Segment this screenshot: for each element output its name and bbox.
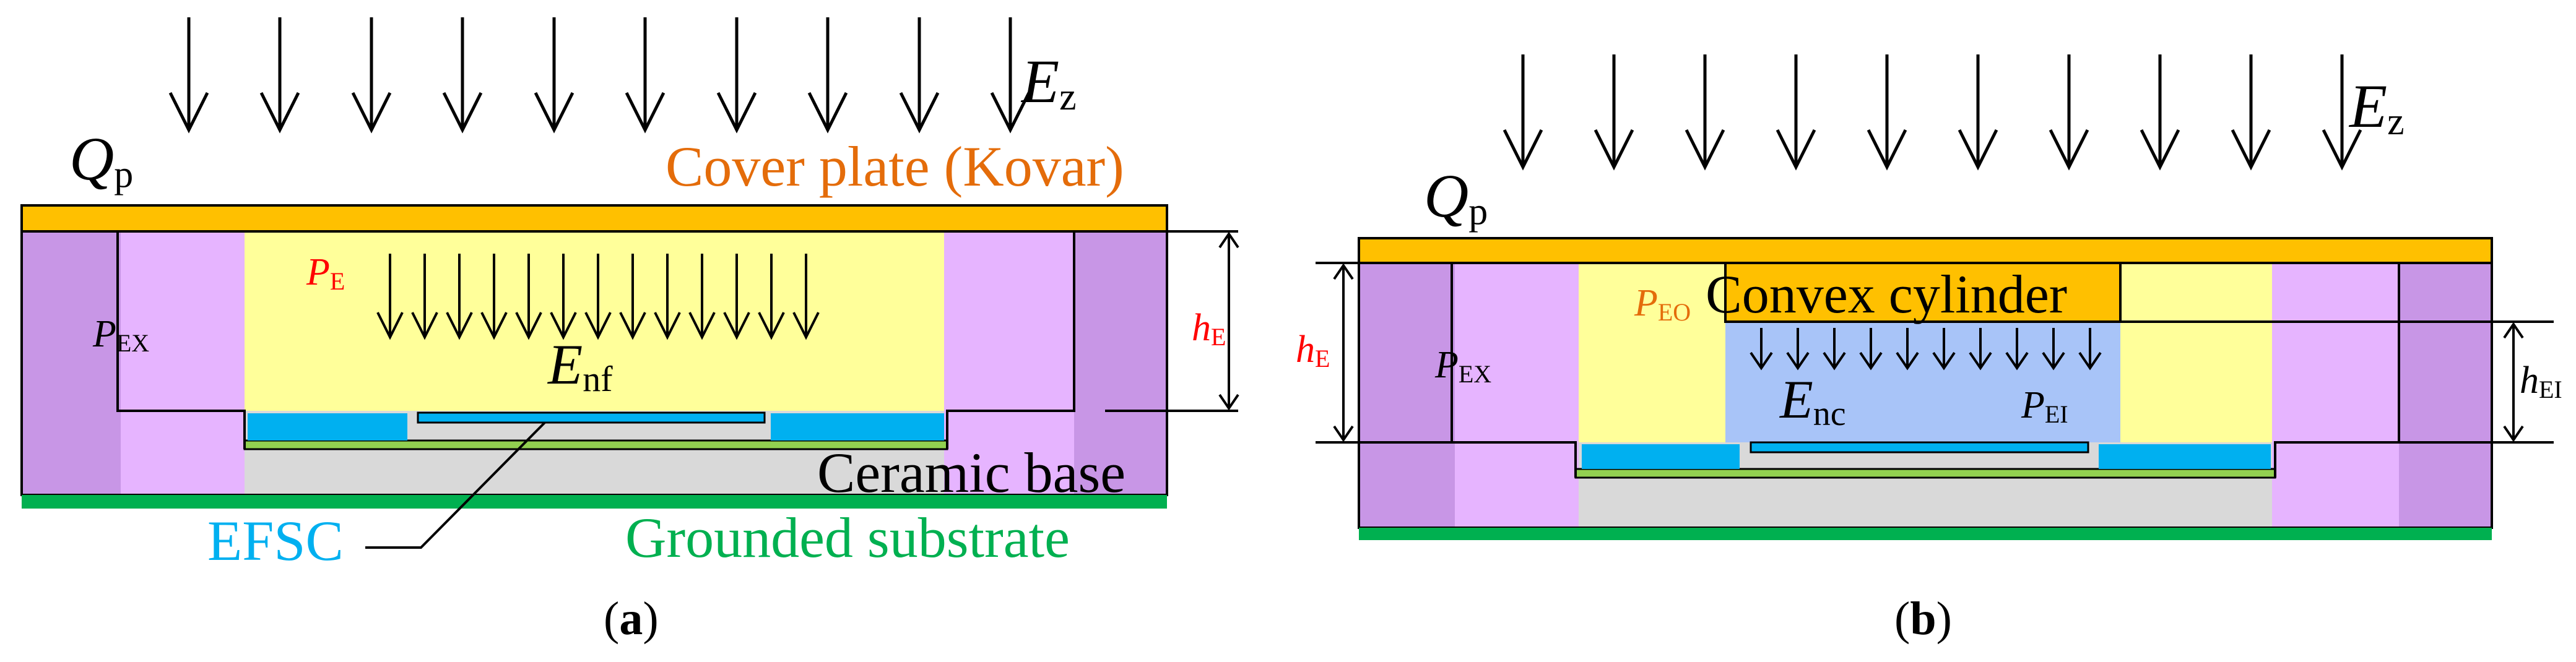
pe-label-a: PE (306, 251, 345, 295)
qp-label-a: Qp (69, 124, 133, 196)
ez-label-a: Ez (1020, 47, 1077, 118)
inner-wall-left-b (1455, 263, 1579, 528)
efsc-sensor-a (417, 411, 766, 424)
electrode-right-b (2099, 444, 2271, 469)
ground-substrate-b (1359, 528, 2492, 540)
cover-plate-b (1358, 237, 2493, 264)
height-dimension-right-b (2120, 320, 2554, 444)
electrode-left-a (248, 413, 407, 441)
enc-label-b: Enc (1779, 370, 1846, 433)
grounded-substrate-label: Grounded substrate (625, 506, 1070, 569)
qp-label-b: Qp (1424, 161, 1488, 233)
caption-a: (a) (604, 593, 659, 645)
outer-wall-right-a (1074, 231, 1167, 495)
height-dimension-left-b (1316, 262, 1452, 444)
inner-wall-left-a (121, 231, 245, 495)
he-label-a: hE (1192, 307, 1226, 351)
ez-label-b: Ez (2348, 72, 2405, 143)
ground-substrate-a (22, 495, 1167, 509)
ceramic-base-label: Ceramic base (817, 441, 1125, 504)
cover-plate-a (20, 204, 1168, 233)
green-layer-b (1574, 468, 2276, 479)
cavity-a (245, 231, 944, 411)
hei-label-b: hEI (2520, 359, 2562, 403)
wall-step-right-a (946, 231, 1075, 449)
incident-field-arrows-b (1503, 54, 2362, 171)
electrode-right-a (771, 413, 944, 441)
he-label-b: hE (1296, 329, 1330, 372)
inner-wall-right-b (2272, 263, 2399, 528)
inner-wall-right-a (944, 231, 1074, 495)
caption-b: (b) (1894, 593, 1952, 645)
efsc-sensor-b (1750, 441, 2089, 454)
outer-wall-right-b (2399, 263, 2492, 528)
efsc-label: EFSC (207, 509, 344, 572)
pex-label-a: PEX (92, 313, 149, 357)
panel-a: Qp Ez Cover plate (Kovar) (20, 17, 1239, 645)
cover-plate-label: Cover plate (Kovar) (666, 135, 1124, 198)
height-dimension-a (1105, 230, 1239, 412)
peo-label-b: PEO (1634, 282, 1691, 326)
outer-wall-left-a (22, 231, 121, 495)
wall-step-left-a (22, 230, 246, 449)
enf-label-a: Enf (547, 333, 613, 399)
outer-wall-left-b (1359, 263, 1455, 528)
electrode-left-b (1582, 444, 1740, 469)
panel-b: Qp Ez PEO Conve (1296, 54, 2562, 645)
efsc-leader-line (365, 421, 546, 549)
internal-field-arrows-a (376, 254, 820, 340)
internal-field-arrows-b (1750, 328, 2102, 371)
incident-field-arrows-a (168, 17, 1031, 134)
convex-cylinder-label: Convex cylinder (1706, 265, 2067, 325)
pei-label-b: PEI (2021, 384, 2068, 428)
pex-label-b: PEX (1434, 344, 1491, 388)
